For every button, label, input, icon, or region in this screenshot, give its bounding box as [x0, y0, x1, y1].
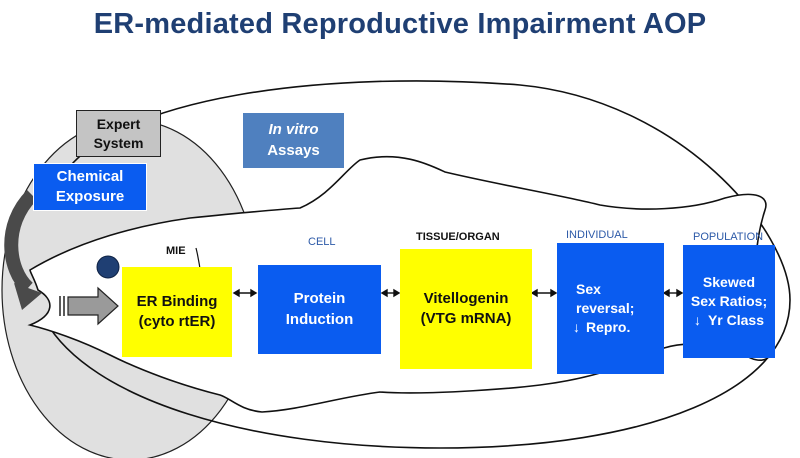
individual-line-3-wrap: ↓ Repro.: [573, 318, 630, 337]
population-line-3: Yr Class: [707, 311, 765, 328]
down-arrow-icon: ↓: [693, 311, 701, 328]
er-binding-box: ER Binding (cyto rtER): [122, 267, 232, 357]
double-arrow-4-left-icon: [662, 288, 670, 298]
level-label-mie: MIE: [166, 245, 186, 257]
double-arrow-2-left-icon: [380, 288, 388, 298]
fish-eye-icon: [96, 255, 120, 279]
expert-system-box: Expert System: [76, 110, 161, 157]
chemical-exposure-box: Chemical Exposure: [33, 163, 147, 211]
curved-arrow-head-icon: [14, 283, 42, 310]
page-title: ER-mediated Reproductive Impairment AOP: [93, 8, 707, 40]
level-label-population: POPULATION: [693, 231, 764, 243]
population-line-2: Sex Ratios;: [690, 293, 768, 310]
down-arrow-icon: ↓: [573, 318, 580, 335]
level-label-individual: INDIVIDUAL: [566, 229, 628, 241]
population-box: Skewed Sex Ratios; ↓ Yr Class: [683, 245, 775, 358]
curved-arrow-shaft: [4, 190, 38, 294]
individual-line-1: Sex: [576, 281, 601, 298]
double-arrow-3-right-icon: [550, 288, 558, 298]
population-line-1: Skewed: [702, 274, 756, 291]
double-arrow-3-left-icon: [530, 288, 538, 298]
individual-line-3: Repro.: [586, 318, 631, 335]
individual-box: Sex reversal; ↓ Repro.: [557, 243, 664, 374]
double-arrow-4-right-icon: [676, 288, 684, 298]
double-arrow-1-right-icon: [250, 288, 258, 298]
block-arrow-icon: [67, 286, 119, 326]
double-arrows: [232, 288, 684, 298]
outer-ellipse: [44, 80, 791, 449]
individual-line-2: reversal;: [576, 300, 635, 317]
invitro-line-1: In vitro: [268, 121, 319, 139]
vitellogenin-box: Vitellogenin (VTG mRNA): [400, 249, 532, 369]
protein-induction-box: Protein Induction: [258, 265, 381, 354]
invitro-assays-box: In vitro Assays: [243, 113, 344, 168]
invitro-line-2: Assays: [267, 141, 320, 159]
population-line-3-wrap: ↓ Yr Class: [694, 311, 764, 330]
double-arrow-1-left-icon: [232, 288, 240, 298]
double-arrow-2-right-icon: [393, 288, 401, 298]
level-label-cell: CELL: [308, 236, 336, 248]
level-label-tissue: TISSUE/ORGAN: [416, 231, 500, 243]
